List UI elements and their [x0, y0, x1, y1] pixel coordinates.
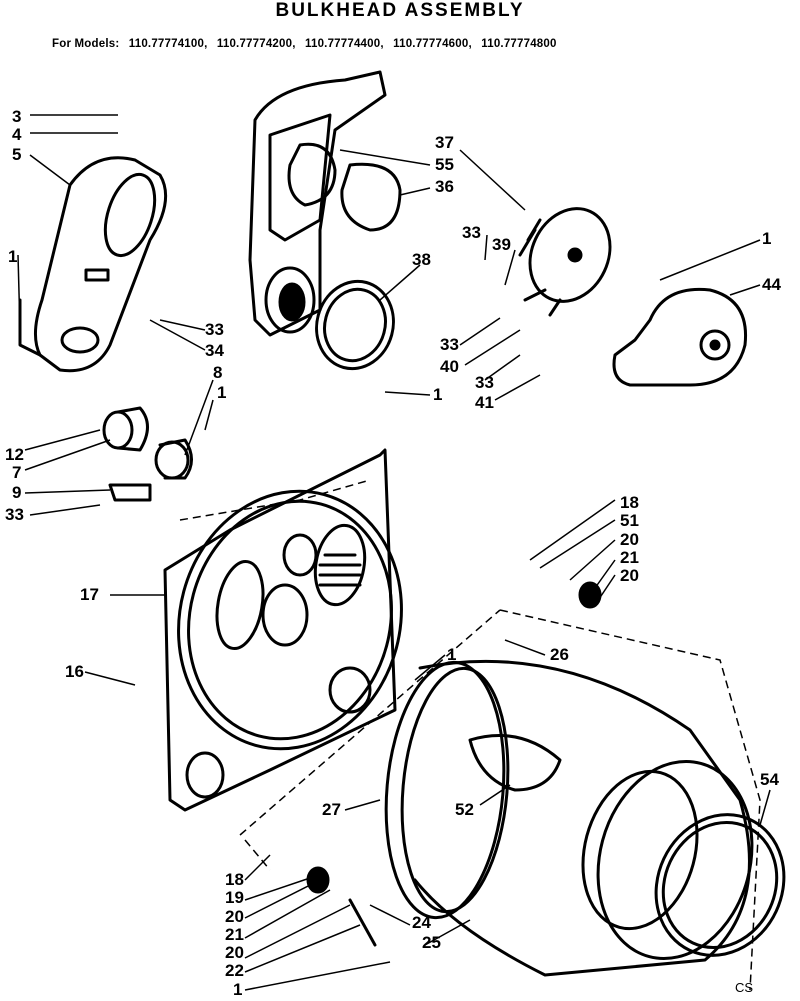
callout-label: 18 — [620, 493, 639, 512]
front-bulkhead-part — [163, 448, 403, 812]
callout-label: 12 — [5, 445, 24, 464]
callout-label: 41 — [475, 393, 494, 412]
callout-label: 3 — [12, 107, 21, 126]
top-duct-part — [18, 156, 168, 373]
callout-label: 51 — [620, 511, 639, 530]
model-number: 110.77774400, — [305, 38, 384, 50]
callout-label: 20 — [620, 530, 639, 549]
page-title: BULKHEAD ASSEMBLY — [275, 0, 525, 21]
callout-label: 4 — [12, 125, 22, 144]
callout-label: 8 — [213, 363, 222, 382]
callout-label: 39 — [492, 235, 511, 254]
callout-label: 34 — [205, 341, 224, 360]
callout-label: 40 — [440, 357, 459, 376]
callout-label: 21 — [225, 925, 244, 944]
callout-label: 52 — [455, 800, 474, 819]
model-number: 110.77774200, — [216, 38, 296, 50]
callout-label: 18 — [225, 870, 244, 889]
callout-label: 38 — [412, 250, 431, 269]
callout-label: 55 — [435, 155, 454, 174]
callout-label: 1 — [233, 980, 242, 999]
callout-label: 1 — [762, 229, 771, 248]
callout-label: 17 — [80, 585, 99, 604]
drum-seal-part — [654, 813, 786, 957]
callout-label: 21 — [620, 548, 639, 567]
callout-label: 33 — [205, 320, 224, 339]
model-number: 110.77774600, — [393, 38, 472, 50]
callout-label: 22 — [225, 961, 244, 980]
callout-label: 33 — [440, 335, 459, 354]
callout-label: 20 — [620, 566, 639, 585]
callout-label: 1 — [8, 247, 17, 266]
callout-label: 9 — [12, 483, 21, 502]
callout-label: 27 — [322, 800, 341, 819]
callout-label: 26 — [550, 645, 569, 664]
roller-part — [306, 581, 602, 947]
model-list: For Models: 110.77774100, 110.77774200, … — [52, 38, 563, 50]
duct-coupling-part — [102, 406, 193, 502]
callout-label: 1 — [217, 383, 226, 402]
callout-label: 16 — [65, 662, 84, 681]
models-prefix: For Models: — [52, 38, 120, 50]
callout-label: 20 — [225, 907, 244, 926]
callout-label: 33 — [462, 223, 481, 242]
drum-part — [384, 659, 754, 977]
callout-label: 37 — [435, 133, 454, 152]
corner-mark: CS — [735, 980, 753, 995]
callout-label: 19 — [225, 888, 244, 907]
back-frame-part — [248, 70, 402, 371]
callout-label: 25 — [422, 933, 441, 952]
callout-label: 1 — [433, 385, 442, 404]
callout-label: 54 — [760, 770, 779, 789]
model-number: 110.77774800 — [481, 38, 557, 50]
callout-label: 33 — [5, 505, 24, 524]
callout-label: 33 — [475, 373, 494, 392]
model-number: 110.77774100, — [128, 38, 208, 50]
callout-label: 5 — [12, 145, 21, 164]
blower-wheel-part — [518, 207, 612, 317]
blower-housing-part — [612, 287, 748, 387]
callout-label: 36 — [435, 177, 454, 196]
callout-label: 1 — [447, 645, 456, 664]
callout-label: 7 — [12, 463, 21, 482]
callout-label: 20 — [225, 943, 244, 962]
callout-label: 24 — [412, 913, 431, 932]
callout-label: 44 — [762, 275, 781, 294]
